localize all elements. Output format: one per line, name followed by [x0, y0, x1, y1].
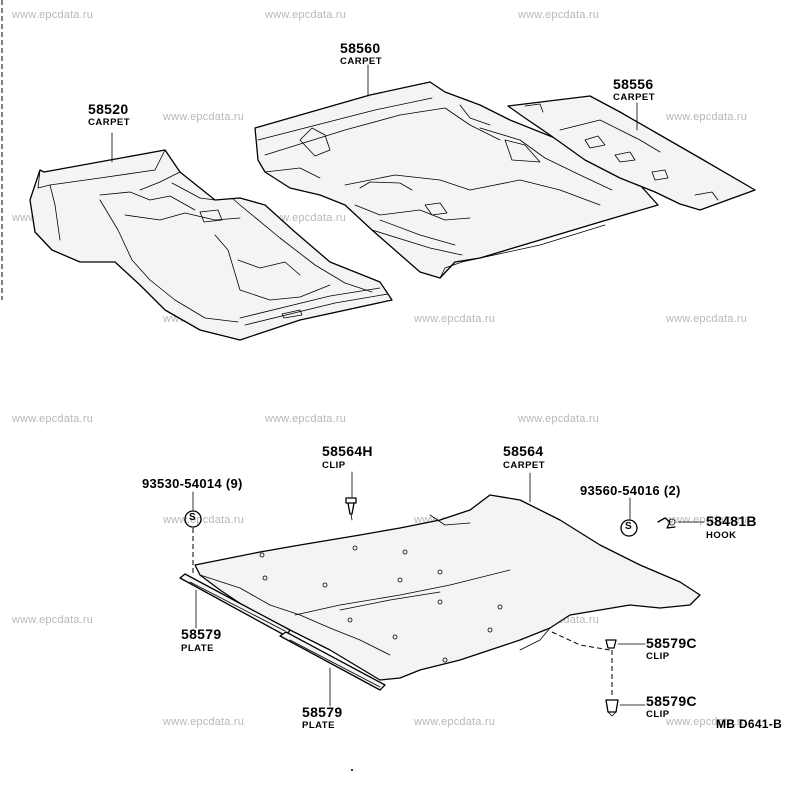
- carpet-58520-drawing: [29, 149, 393, 341]
- leader-lines: [111, 64, 705, 707]
- watermark: www.epcdata.ru: [265, 9, 347, 21]
- dot-mark: [351, 769, 353, 771]
- hook-58481B-drawing: [657, 517, 676, 529]
- figure-reference: MB D641-B: [716, 717, 783, 731]
- carpet-58564-drawing: [194, 494, 701, 681]
- screw-symbol-93530: [184, 510, 202, 575]
- part-number-58564: 58564: [503, 443, 544, 459]
- carpet-58556-drawing: [507, 95, 756, 211]
- carpet-58560-drawing: [254, 81, 659, 279]
- screw-symbol-93560: [620, 519, 638, 537]
- watermark: www.epcdata.ru: [12, 9, 94, 21]
- watermark: www.epcdata.ru: [518, 9, 600, 21]
- part-name-58564: CARPET: [503, 460, 546, 471]
- part-number-58579C: 58579C: [646, 635, 697, 651]
- screw-symbol-label: S: [189, 512, 196, 523]
- part-name-58520: CARPET: [88, 117, 131, 128]
- watermark: www.epcdata.ru: [414, 313, 496, 325]
- watermark: www.epcdata.ru: [163, 111, 245, 123]
- part-name-58560: CARPET: [340, 56, 383, 67]
- watermark: www.epcdata.ru: [666, 514, 748, 526]
- watermark: www.epcdata.ru: [666, 313, 748, 325]
- watermark: www.epcdata.ru: [265, 413, 347, 425]
- part-number-93560: 93560-54016 (2): [580, 483, 681, 498]
- part-name-58556: CARPET: [613, 92, 656, 103]
- clip-58564H-drawing: [345, 497, 357, 521]
- part-number-58481B: 58481B: [706, 513, 757, 529]
- watermark: www.epcdata.ru: [163, 716, 245, 728]
- part-number-58560: 58560: [340, 40, 381, 56]
- part-number-58564H: 58564H: [322, 443, 373, 459]
- watermark: www.epcdata.ru: [518, 413, 600, 425]
- part-name-58579C: CLIP: [646, 651, 670, 662]
- part-name-58579C: CLIP: [646, 709, 670, 720]
- screw-symbol-label: S: [625, 521, 632, 532]
- part-name-58579: PLATE: [302, 720, 335, 731]
- watermark: www.epcdata.ru: [666, 716, 748, 728]
- part-number-93530: 93530-54014 (9): [142, 476, 243, 491]
- part-name-58579: PLATE: [181, 643, 214, 654]
- part-number-58556: 58556: [613, 76, 654, 92]
- part-number-58579: 58579: [181, 626, 222, 642]
- part-number-58579C: 58579C: [646, 693, 697, 709]
- plate-58579-drawing: [179, 573, 386, 691]
- part-number-58579: 58579: [302, 704, 343, 720]
- watermark: www.epcdata.ru: [12, 614, 94, 626]
- watermark: www.epcdata.ru: [666, 111, 748, 123]
- part-name-58564H: CLIP: [322, 460, 346, 471]
- clip-58579C-drawing: [551, 631, 619, 717]
- watermark: www.epcdata.ru: [163, 514, 245, 526]
- watermark: www.epcdata.ru: [265, 212, 347, 224]
- watermark: www.epcdata.ru: [12, 413, 94, 425]
- part-number-58520: 58520: [88, 101, 129, 117]
- watermark: www.epcdata.ru: [414, 716, 496, 728]
- part-name-58481B: HOOK: [706, 530, 737, 541]
